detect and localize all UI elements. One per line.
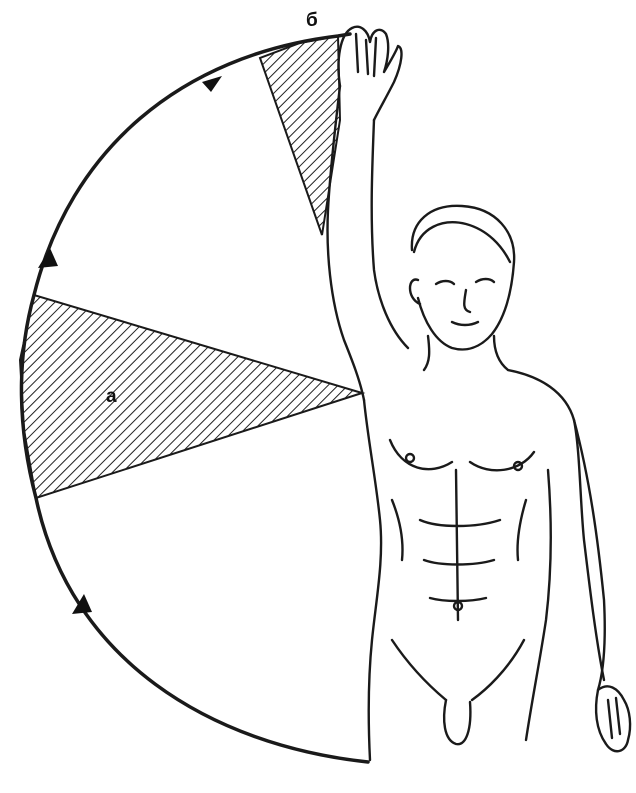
hanging-hand [596, 686, 630, 751]
hair [414, 222, 510, 262]
mouth [452, 322, 478, 325]
raised-arm-inner [372, 120, 408, 348]
head [412, 206, 514, 350]
hanging-hand-fingers [608, 698, 620, 738]
nipple-left [406, 454, 414, 462]
torso-left [364, 400, 381, 760]
torso-right-side [526, 470, 551, 740]
label-b: б [306, 10, 318, 31]
human-figure-arm-raised [328, 27, 631, 760]
finger-lines [356, 34, 376, 76]
nose [464, 290, 470, 312]
torso-right-shoulder [508, 370, 604, 680]
abdomen-lines [420, 470, 500, 620]
hatched-sector-a [20, 295, 362, 498]
rib-lines [392, 500, 526, 560]
pelvis-lines [392, 640, 524, 700]
neck [424, 336, 508, 370]
groin [444, 700, 470, 744]
raised-hand [339, 27, 402, 120]
arrow-upper-icon [202, 76, 222, 92]
label-a: а [106, 386, 117, 407]
eyes [436, 279, 494, 284]
